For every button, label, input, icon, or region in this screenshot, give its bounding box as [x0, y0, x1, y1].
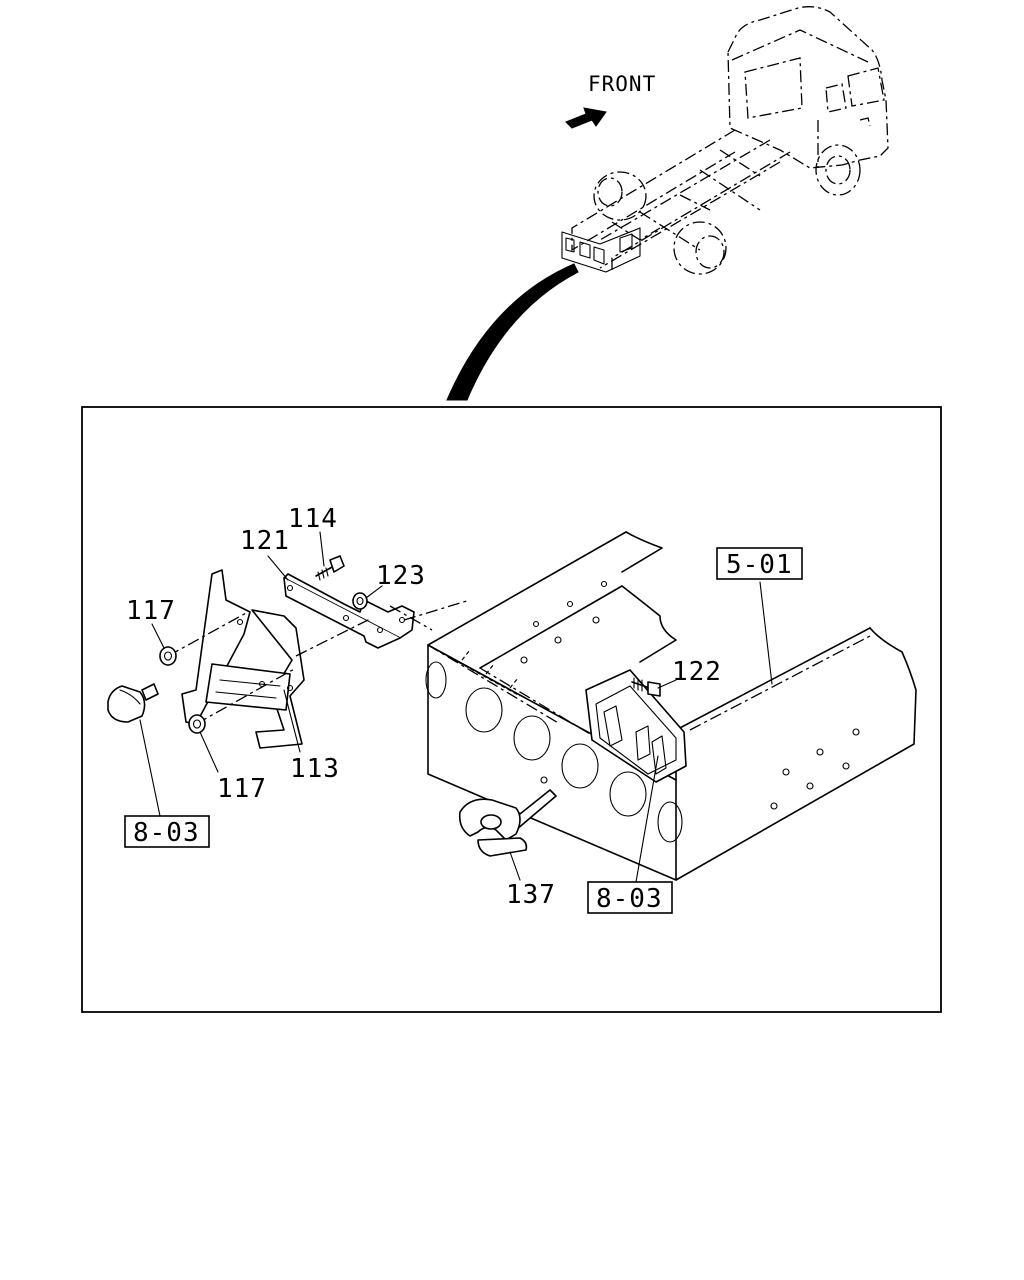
callout-137: 137: [506, 880, 556, 910]
callout-122: 122: [672, 657, 722, 687]
tow-hook-icon: [458, 789, 557, 857]
callout-121: 121: [240, 526, 290, 556]
detail-pointer: [446, 263, 579, 401]
callout-113: 113: [290, 754, 340, 784]
callout-117-lower: 117: [217, 774, 267, 804]
nut-117-upper: [159, 646, 177, 666]
leader-lines: [139, 531, 773, 883]
front-label: FRONT: [588, 72, 656, 96]
callout-114: 114: [288, 504, 338, 534]
detail-frame: [81, 406, 942, 1013]
callout-117-upper: 117: [126, 596, 176, 626]
bracket-121: [283, 573, 415, 649]
ref-box-5-01[interactable]: 5-01: [716, 547, 803, 580]
rear-lamp-left: [107, 683, 159, 723]
ref-box-8-03-right[interactable]: 8-03: [587, 881, 673, 914]
ref-label-8-03-left: 8-03: [133, 818, 200, 848]
bracket-113: [167, 569, 471, 749]
bolt-114: [315, 555, 345, 581]
callout-123: 123: [376, 561, 426, 591]
nut-123: [352, 592, 368, 610]
rear-lamp-right: [585, 669, 687, 783]
nut-117-lower: [188, 714, 206, 734]
ref-label-8-03-right: 8-03: [596, 884, 663, 914]
bolt-122: [631, 677, 661, 697]
truck-chassis-icon: [561, 6, 889, 275]
ref-box-8-03-left[interactable]: 8-03: [124, 815, 210, 848]
ref-label-5-01: 5-01: [726, 550, 793, 580]
arrow-icon: [565, 107, 607, 129]
